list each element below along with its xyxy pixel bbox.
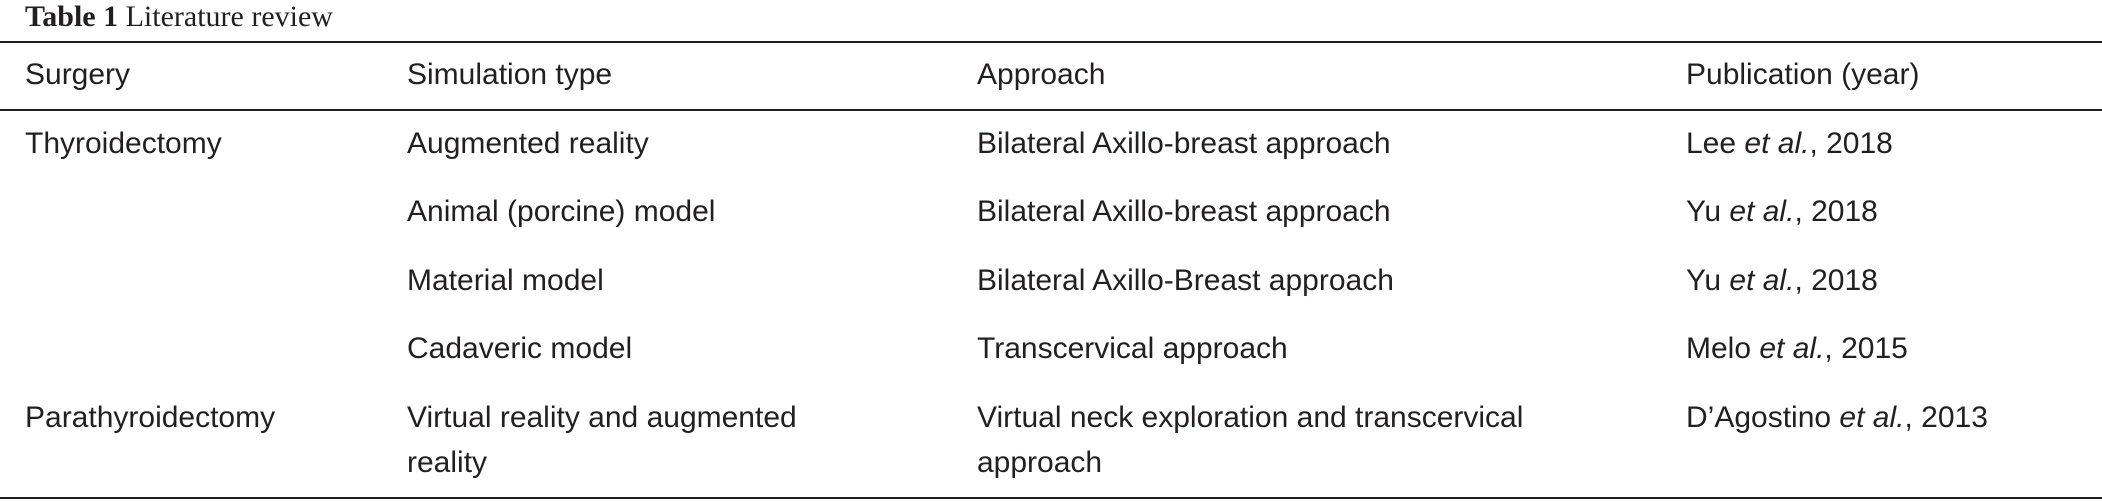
publication-etal: et al. — [1729, 195, 1795, 228]
publication-etal: et al. — [1839, 401, 1905, 434]
publication-year: , 2015 — [1824, 332, 1908, 365]
cell-simulation-type-continued: reality — [407, 446, 488, 479]
table-top-rule — [0, 41, 2102, 43]
table-caption: Table 1 Literature review — [25, 0, 333, 34]
publication-author: Yu — [1686, 195, 1722, 228]
publication-year: , 2018 — [1794, 195, 1878, 228]
table-header-rule — [0, 109, 2102, 111]
publication-year: , 2018 — [1794, 264, 1878, 297]
cell-simulation-type: Cadaveric model — [407, 332, 633, 365]
publication-etal: et al. — [1729, 264, 1795, 297]
cell-simulation-type: Material model — [407, 264, 604, 297]
cell-simulation-type: Augmented reality — [407, 127, 649, 160]
cell-publication: Yu et al., 2018 — [1686, 258, 1878, 303]
cell-approach: Bilateral Axillo-Breast approach — [977, 264, 1394, 297]
publication-author: D’Agostino — [1686, 401, 1832, 434]
cell-simulation-type: Animal (porcine) model — [407, 195, 716, 228]
cell-surgery: Thyroidectomy — [25, 127, 222, 160]
table-caption-title: Literature review — [125, 0, 333, 33]
header-simulation-type: Simulation type — [407, 58, 613, 91]
publication-year: , 2013 — [1904, 401, 1988, 434]
table-bottom-rule — [0, 497, 2102, 499]
cell-simulation-type: Virtual reality and augmented — [407, 401, 797, 434]
table-caption-label: Table 1 — [25, 0, 119, 33]
publication-author: Lee — [1686, 127, 1737, 160]
cell-approach: Bilateral Axillo-breast approach — [977, 195, 1391, 228]
cell-publication: Yu et al., 2018 — [1686, 189, 1878, 234]
publication-author: Melo — [1686, 332, 1752, 365]
publication-etal: et al. — [1759, 332, 1825, 365]
cell-publication: Lee et al., 2018 — [1686, 121, 1893, 166]
publication-etal: et al. — [1744, 127, 1810, 160]
cell-approach-continued: approach — [977, 446, 1103, 479]
cell-publication: D’Agostino et al., 2013 — [1686, 395, 1988, 440]
header-approach: Approach — [977, 58, 1106, 91]
cell-surgery: Parathyroidectomy — [25, 401, 276, 434]
cell-approach: Virtual neck exploration and transcervic… — [977, 401, 1524, 434]
header-publication: Publication (year) — [1686, 58, 1920, 91]
cell-publication: Melo et al., 2015 — [1686, 326, 1908, 371]
header-surgery: Surgery — [25, 58, 131, 91]
publication-author: Yu — [1686, 264, 1722, 297]
cell-approach: Transcervical approach — [977, 332, 1288, 365]
cell-approach: Bilateral Axillo-breast approach — [977, 127, 1391, 160]
publication-year: , 2018 — [1809, 127, 1893, 160]
